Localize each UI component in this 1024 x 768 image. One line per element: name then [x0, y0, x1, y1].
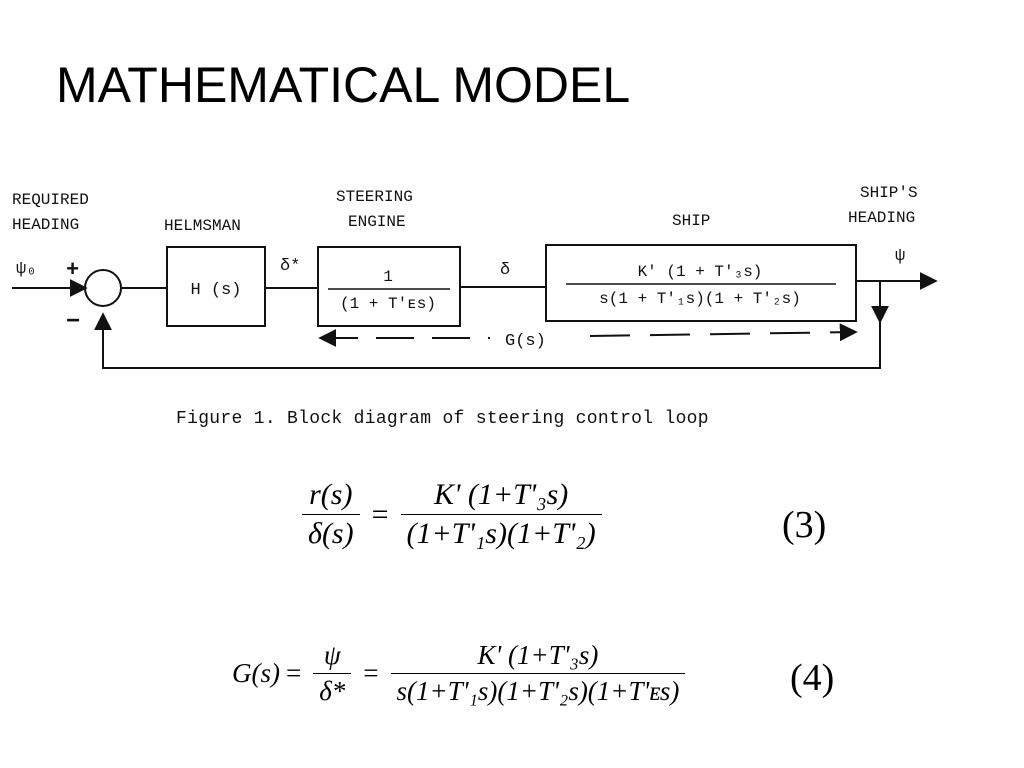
label-ships: SHIP'S [860, 184, 918, 202]
steering-engine-block [317, 246, 461, 327]
label-delta: δ [500, 261, 510, 280]
label-required: REQUIRED [12, 191, 89, 209]
label-gs: G(s) [505, 332, 546, 351]
ship-den: s(1 + T'₁s)(1 + T'₂s) [599, 290, 801, 308]
figure-caption: Figure 1. Block diagram of steering cont… [176, 409, 709, 429]
eq4-rhs-den: s(1+T'₁s)(1+T'₂s)(1+T'ᴇs) [396, 676, 680, 706]
eq4-mid-num: ψ [323, 640, 341, 670]
ship-num: K' (1 + T'₃s) [638, 263, 763, 281]
label-helmsman: HELMSMAN [164, 217, 241, 235]
label-heading: HEADING [12, 216, 79, 234]
label-engine: ENGINE [348, 213, 406, 231]
steering-den: (1 + T'ᴇs) [340, 295, 436, 313]
eq4-lhs: G(s) [232, 658, 280, 688]
helmsman-tf: H (s) [190, 281, 241, 300]
label-minus: − [66, 309, 80, 336]
eq3-lhs-num: r(s) [309, 478, 353, 511]
slide-title: MATHEMATICAL MODEL [56, 57, 631, 113]
steering-num: 1 [383, 268, 393, 286]
eq4-rhs-num: K' (1+T'₃s) [477, 640, 599, 670]
label-steering: STEERING [336, 188, 413, 206]
label-psi: ψ [895, 247, 905, 266]
label-psi0: ψ₀ [16, 260, 36, 279]
equation-4: G(s) = ψ δ* = K' (1+T'₃s) s(1+T'₁s)(1+T'… [232, 640, 691, 707]
feedback-path [94, 281, 881, 369]
eq3-lhs-den: δ(s) [308, 517, 354, 550]
equation-3: r(s) δ(s) = K' (1+T'₃s) (1+T'₁s)(1+T'₂) [296, 478, 608, 551]
label-plus: + [66, 258, 79, 283]
eq3-rhs-den: (1+T'₁s)(1+T'₂) [406, 517, 596, 550]
label-delta-star: δ* [280, 257, 300, 276]
eq4-mid-den: δ* [319, 676, 346, 706]
helmsman-block [166, 246, 266, 327]
equation-3-number: (3) [782, 504, 827, 546]
ship-block [545, 244, 857, 322]
equation-4-number: (4) [790, 657, 835, 699]
eq3-rhs-num: K' (1+T'₃s) [433, 478, 569, 511]
label-ship: SHIP [672, 212, 710, 230]
label-ships-heading: HEADING [848, 209, 915, 227]
summing-junction [84, 269, 122, 307]
steering-block-diagram: REQUIRED HEADING HELMSMAN STEERING ENGIN… [12, 184, 938, 369]
